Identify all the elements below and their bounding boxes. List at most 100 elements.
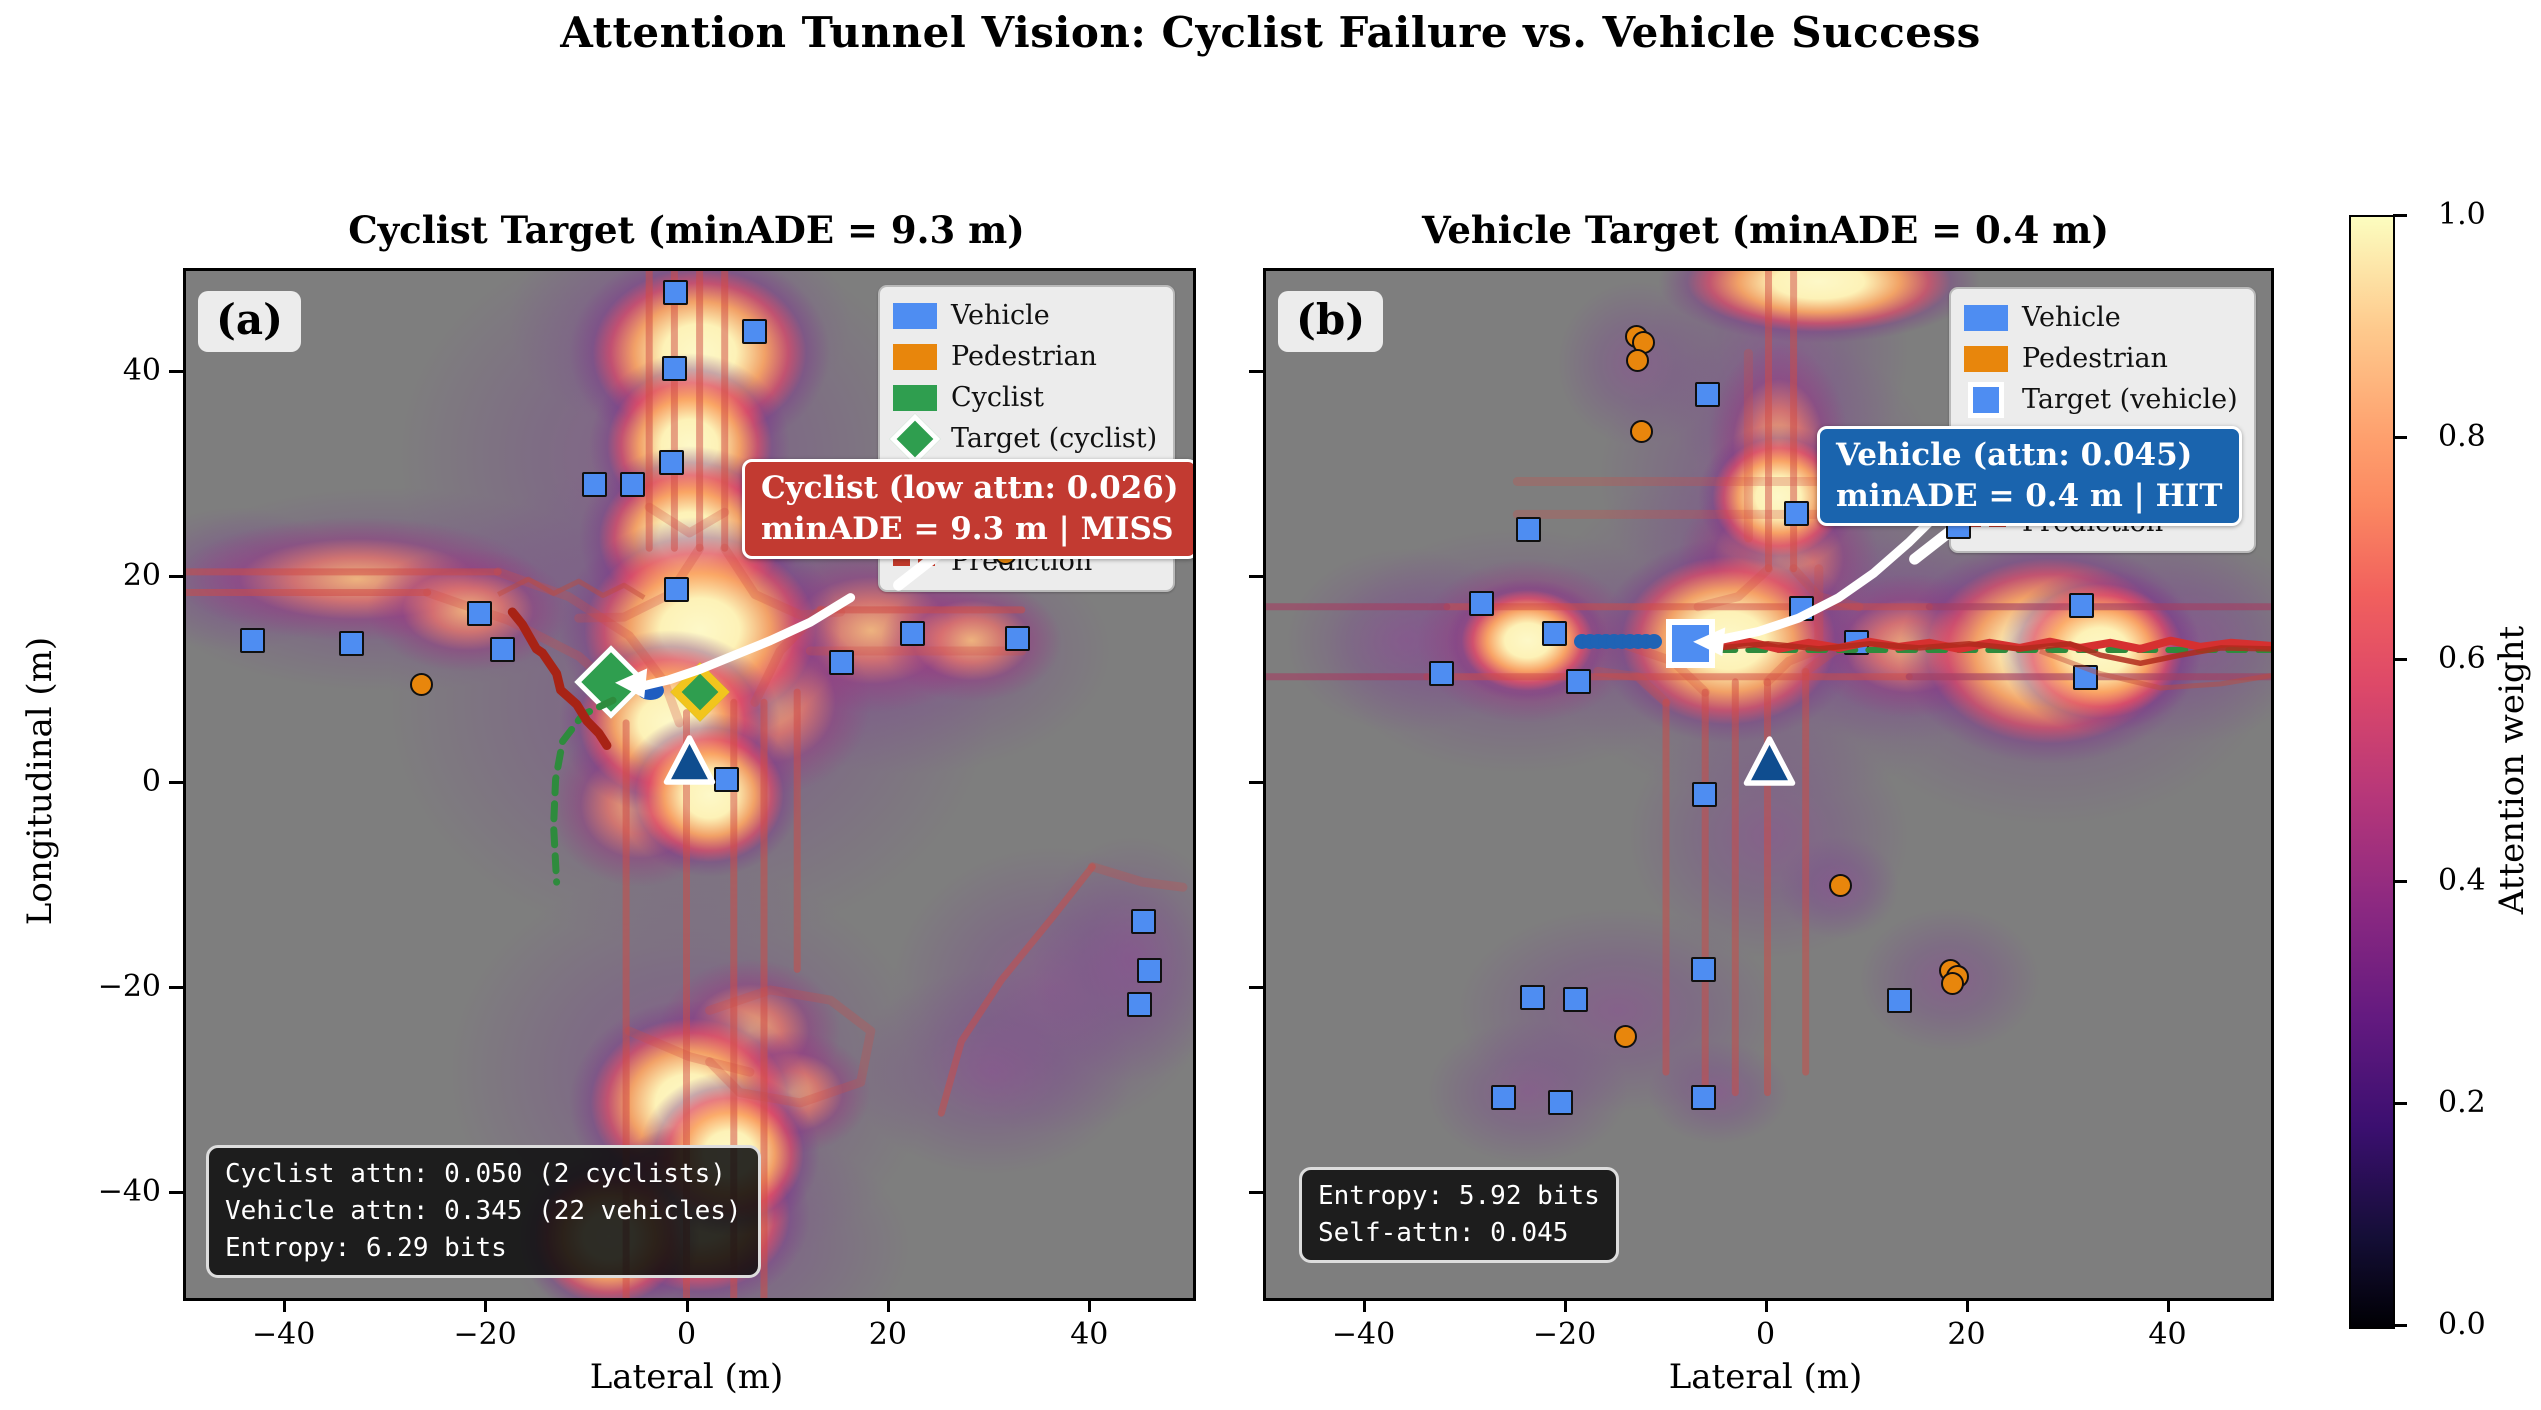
legend-item-diamond: Target (cyclist) bbox=[889, 413, 1158, 464]
x-tick-mark bbox=[1563, 1298, 1567, 1312]
vehicle-marker bbox=[490, 636, 516, 662]
x-tick-mark bbox=[484, 1298, 488, 1312]
prediction-red-main bbox=[1714, 636, 2271, 653]
vehicle-marker bbox=[1126, 992, 1152, 1018]
lane-line bbox=[493, 567, 684, 728]
annotation-callout: Vehicle (attn: 0.045) minADE = 0.4 m | HI… bbox=[1817, 426, 2242, 526]
vehicle-marker bbox=[2073, 664, 2099, 690]
colorbar-tick-mark bbox=[2393, 1324, 2407, 1327]
colorbar-tick-label: 0.4 bbox=[2438, 863, 2486, 898]
vehicle-marker bbox=[1887, 988, 1913, 1014]
history-dot bbox=[1645, 633, 1662, 649]
legend-item-ped: Pedestrian bbox=[1963, 338, 2238, 379]
x-tick-mark bbox=[2166, 1298, 2170, 1312]
y-tick-label: −20 bbox=[97, 968, 161, 1004]
annotation-line: minADE = 0.4 m | HIT bbox=[1836, 478, 2223, 514]
x-tick-mark bbox=[1362, 1298, 1366, 1312]
legend-pred-glyph bbox=[893, 557, 937, 566]
x-axis-label: Lateral (m) bbox=[1668, 1357, 1863, 1397]
legend-bigsq-swatch bbox=[1963, 381, 2009, 418]
x-tick-label: 0 bbox=[1755, 1317, 1776, 1352]
x-tick-label: −20 bbox=[1532, 1317, 1597, 1352]
legend-item-cyc: Cyclist bbox=[892, 377, 1157, 418]
colorbar-label: Attention weight bbox=[2492, 625, 2532, 915]
cyclist-ground-truth-green-dashed bbox=[550, 696, 617, 886]
vehicle-marker bbox=[741, 318, 767, 344]
ego-triangle bbox=[1743, 736, 1796, 786]
x-tick-mark bbox=[1088, 1298, 1092, 1312]
y-tick-mark bbox=[169, 1191, 183, 1195]
y-tick-label: −40 bbox=[97, 1174, 161, 1210]
colorbar-tick-mark bbox=[2393, 214, 2407, 217]
legend-item-veh: Vehicle bbox=[1963, 297, 2238, 338]
vehicle-marker bbox=[339, 630, 365, 656]
white-arrow-head bbox=[615, 668, 648, 699]
vehicle-marker bbox=[1695, 382, 1721, 408]
y-tick-mark bbox=[169, 985, 183, 989]
attention-heat-blob bbox=[619, 712, 801, 877]
lane-line bbox=[644, 502, 730, 538]
colorbar-tick-label: 0.2 bbox=[2438, 1085, 2486, 1120]
vehicle-marker bbox=[1516, 516, 1542, 542]
legend-ped-glyph bbox=[893, 343, 937, 370]
lane-line bbox=[624, 1026, 755, 1077]
vehicle-marker bbox=[1562, 987, 1588, 1013]
legend-veh-glyph bbox=[1964, 304, 2008, 331]
attention-heat-blob bbox=[1426, 1020, 1628, 1165]
figure-title: Attention Tunnel Vision: Cyclist Failure… bbox=[560, 8, 1981, 57]
cyclist-history-dark-red bbox=[507, 607, 612, 750]
legend-item-label: Target (cyclist) bbox=[951, 423, 1158, 454]
legend-cyc-glyph bbox=[893, 384, 937, 411]
colorbar bbox=[2349, 215, 2395, 1329]
stats-box: Cyclist attn: 0.050 (2 cyclists) Vehicle… bbox=[206, 1145, 761, 1278]
prediction-red-faint-branch bbox=[2039, 648, 2271, 691]
vehicle-marker bbox=[1548, 1089, 1574, 1115]
vehicle-marker bbox=[620, 471, 646, 497]
lane-line bbox=[1087, 862, 1188, 892]
legend-veh-glyph bbox=[893, 302, 937, 329]
pedestrian-marker bbox=[1613, 1025, 1637, 1049]
legend-item-ped: Pedestrian bbox=[892, 336, 1157, 377]
vehicle-marker bbox=[581, 471, 607, 497]
annotation-white-curve bbox=[638, 593, 856, 691]
annotation-line: minADE = 9.3 m | MISS bbox=[761, 511, 1174, 547]
colorbar-tick-mark bbox=[2393, 1102, 2407, 1105]
white-arrow-head bbox=[1693, 627, 1726, 657]
pedestrian-marker bbox=[1941, 971, 1965, 995]
x-tick-label: 40 bbox=[1070, 1317, 1109, 1352]
annotation-line: Cyclist (low attn: 0.026) bbox=[761, 470, 1179, 506]
panel-label: (b) bbox=[1278, 291, 1384, 352]
x-tick-label: 40 bbox=[2148, 1317, 2187, 1352]
vehicle-marker bbox=[1469, 590, 1495, 616]
annotation-line: Vehicle (attn: 0.045) bbox=[1836, 437, 2193, 473]
colorbar-tick-label: 0.0 bbox=[2438, 1307, 2486, 1342]
vehicle-marker bbox=[1491, 1084, 1517, 1110]
legend-veh-swatch bbox=[1963, 301, 2009, 335]
faint-red-path bbox=[497, 576, 646, 600]
colorbar-tick-mark bbox=[2393, 880, 2407, 883]
x-tick-label: 20 bbox=[868, 1317, 907, 1352]
x-tick-mark bbox=[282, 1298, 286, 1312]
vehicle-marker bbox=[1783, 501, 1809, 527]
x-tick-label: −20 bbox=[453, 1317, 517, 1352]
legend-item-label: Pedestrian bbox=[2022, 343, 2168, 374]
attention-heat-blob bbox=[1031, 835, 1193, 1083]
x-tick-mark bbox=[685, 1298, 689, 1312]
lane-line bbox=[1763, 644, 1824, 687]
colorbar-tick-mark bbox=[2393, 658, 2407, 661]
vehicle-marker bbox=[1692, 781, 1718, 807]
x-tick-label: 0 bbox=[676, 1317, 697, 1352]
stats-box: Entropy: 5.92 bits Self-attn: 0.045 bbox=[1299, 1167, 1619, 1263]
vehicle-marker bbox=[1565, 668, 1591, 694]
vehicle-marker bbox=[663, 279, 689, 305]
y-tick-mark bbox=[169, 369, 183, 373]
legend-item-label: Cyclist bbox=[951, 382, 1045, 413]
target-vehicle-square bbox=[1666, 618, 1716, 668]
plot-title: Vehicle Target (minADE = 0.4 m) bbox=[1422, 208, 2109, 252]
legend-veh-swatch bbox=[892, 299, 938, 333]
prediction-red-sample bbox=[1718, 641, 2271, 667]
y-tick-mark bbox=[1249, 780, 1263, 784]
lane-line bbox=[1593, 667, 1671, 707]
vehicle-marker bbox=[467, 601, 493, 627]
